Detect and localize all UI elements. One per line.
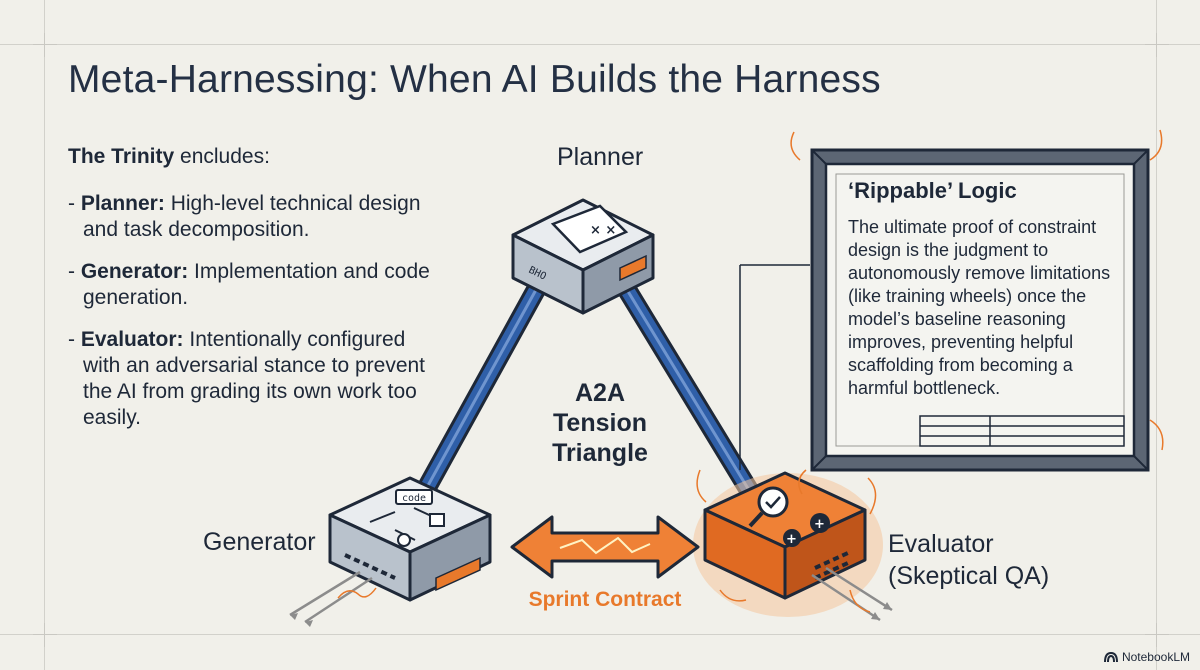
frame-right-line — [1156, 0, 1157, 670]
rippable-logic-card — [790, 129, 1164, 495]
generator-label: Generator — [203, 528, 316, 556]
notebooklm-brand: NotebookLM — [1103, 650, 1190, 664]
evaluator-label-line2: (Skeptical QA) — [888, 562, 1050, 590]
sprint-contract-label: Sprint Contract — [528, 588, 682, 611]
crosshair-bottom-right — [1145, 623, 1169, 647]
trinity-intro-bold: The Trinity — [68, 145, 175, 168]
role-name: Evaluator: — [80, 328, 184, 351]
planner-box: × × BHO — [511, 198, 655, 315]
evaluator-label: Evaluator (Skeptical QA) — [888, 528, 1049, 592]
page-title: Meta-Harnessing: When AI Builds the Harn… — [68, 58, 881, 101]
trinity-list: The Trinity encludes: - Planner: High-le… — [68, 145, 438, 447]
rippable-logic-card-text: ‘Rippable’ Logic The ultimate proof of c… — [848, 178, 1118, 400]
frame-left-line — [44, 0, 45, 670]
notebooklm-logo-icon — [1103, 651, 1118, 663]
role-name: Generator: — [80, 260, 189, 283]
evaluator-label-line1: Evaluator — [888, 530, 994, 558]
crosshair-top-right — [1145, 33, 1169, 57]
planner-evaluator-link — [605, 260, 765, 510]
sprint-contract-arrow — [510, 515, 700, 579]
crosshair-top-left — [33, 33, 57, 57]
planner-generator-link — [410, 258, 558, 510]
list-item-planner: - Planner: High-level technical design a… — [68, 192, 421, 241]
role-description: Implementation and code generation. — [83, 260, 430, 309]
trinity-intro: The Trinity encludes: — [68, 145, 438, 169]
generator-icon-code: code — [402, 493, 426, 504]
center-label-line2: Tension — [553, 409, 647, 437]
list-item-evaluator: - Evaluator: Intentionally configured wi… — [68, 328, 426, 429]
center-label-line3: Triangle — [552, 439, 648, 467]
card-title: ‘Rippable’ Logic — [848, 178, 1017, 203]
card-title-block-table — [919, 415, 1125, 447]
center-label-line1: A2A — [574, 379, 625, 407]
role-description: Intentionally configured with an adversa… — [83, 328, 426, 429]
evaluator-icon-glyph-2: + — [814, 517, 825, 532]
list-item-generator: - Generator: Implementation and code gen… — [68, 260, 430, 309]
role-name: Planner: — [80, 192, 165, 215]
card-connector-line — [739, 264, 810, 470]
frame-bottom-line — [0, 634, 1200, 635]
frame-top-line — [0, 44, 1200, 45]
trinity-intro-rest: encludes: — [174, 145, 270, 168]
planner-label: Planner — [557, 143, 644, 171]
evaluator-box: + + — [693, 469, 893, 622]
role-description: High-level technical design and task dec… — [83, 192, 421, 241]
planner-icon-glyph: × × — [590, 223, 616, 238]
crosshair-bottom-left — [33, 623, 57, 647]
brand-text: NotebookLM — [1121, 650, 1190, 664]
a2a-tension-triangle-label: A2A Tension Triangle — [530, 378, 670, 468]
generator-box: code — [289, 476, 492, 627]
evaluator-icon-glyph: + — [786, 532, 797, 547]
card-body: The ultimate proof of constraint design … — [848, 217, 1111, 398]
